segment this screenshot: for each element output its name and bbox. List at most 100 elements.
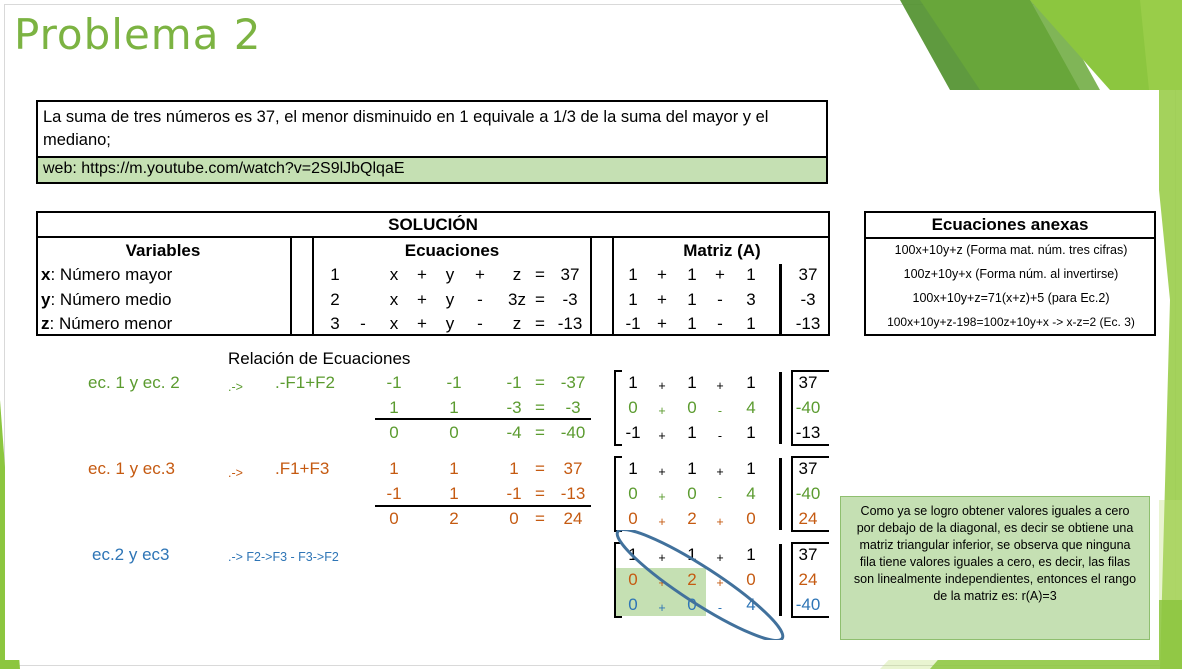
step-matrix-cell: 1 [746, 423, 756, 442]
step-2-sum-line [375, 505, 591, 507]
step-matrix-cell: 0 [687, 484, 697, 503]
matrix-cell: - [717, 314, 723, 333]
matrix-cell: -1 [625, 314, 641, 333]
step-matrix-cell: + [658, 404, 666, 418]
equation-cell: + [417, 265, 427, 284]
step-matrix-cell: 1 [746, 545, 756, 564]
step-matrix-cell: + [658, 379, 666, 393]
step-matrix-cell: 1 [628, 373, 638, 392]
matrix-cell: 1 [746, 314, 756, 333]
equation-cell: y [445, 314, 455, 333]
step-matrix-cell: 1 [628, 459, 638, 478]
step-eq-cell: 1 [449, 398, 459, 417]
step-matrix-cell: -40 [795, 595, 821, 614]
equation-cell: - [477, 314, 483, 333]
step-matrix-cell: 1 [746, 459, 756, 478]
slide-title: Problema 2 [14, 10, 262, 59]
step-matrix-cell: 0 [687, 398, 697, 417]
matrix-cell: - [717, 290, 723, 309]
step-matrix-cell: 0 [628, 509, 638, 528]
step-matrix-cell: 2 [687, 509, 697, 528]
col-divider-2 [590, 237, 614, 336]
step-eq-cell: -1 [506, 373, 522, 392]
equation-cell: 3z [508, 290, 526, 309]
step-eq-cell: -13 [560, 484, 586, 503]
step-matrix-cell: 1 [687, 459, 697, 478]
step-3-label: ec.2 y ec3 [92, 545, 170, 564]
matrix-cell: 1 [628, 290, 638, 309]
equation-cell: x [389, 314, 399, 333]
step-eq-cell: 1 [509, 459, 519, 478]
step-matrix-cell: 0 [628, 570, 638, 589]
equation-cell: z [512, 265, 522, 284]
step-matrix-cell: + [716, 379, 724, 393]
equation-cell: y [445, 265, 455, 284]
matrix-cell: 3 [746, 290, 756, 309]
step-eq-cell: = [535, 398, 545, 417]
step-1-sum-line [375, 418, 591, 420]
step-eq-cell: 2 [449, 509, 459, 528]
matrix-cell: -3 [800, 290, 816, 309]
step-matrix-cell: 0 [687, 595, 697, 614]
solution-header: SOLUCIÓN [388, 215, 478, 234]
col-divider-1 [290, 237, 314, 336]
solution-header-divider [36, 236, 830, 238]
matrix-cell: 1 [687, 314, 697, 333]
step-eq-cell: 1 [449, 459, 459, 478]
step-eq-cell: 0 [509, 509, 519, 528]
problem-statement: La suma de tres números es 37, el menor … [36, 100, 828, 172]
matrix-header: Matriz (A) [683, 241, 761, 260]
step-matrix-cell: -1 [625, 423, 641, 442]
step-matrix-cell: 1 [746, 373, 756, 392]
step-2-arrow: .-> [228, 466, 243, 480]
web-link[interactable]: web: https://m.youtube.com/watch?v=2S9lJ… [36, 158, 828, 184]
equation-cell: 1 [330, 265, 340, 284]
step-matrix-cell: 4 [746, 398, 756, 417]
annex-row-4: 100x+10y+z-198=100z+10y+x -> x-z=2 (Ec. … [887, 315, 1135, 329]
matrix-right-bracket [791, 456, 829, 532]
solution-table [36, 211, 830, 336]
equation-cell: = [535, 314, 545, 333]
step-matrix-cell: -13 [795, 423, 821, 442]
step-matrix-cell: 0 [746, 509, 756, 528]
annex-table [864, 211, 1156, 336]
matrix-left-bracket [614, 370, 622, 446]
step-matrix-cell: - [717, 404, 723, 418]
step-matrix-cell: + [716, 576, 724, 590]
step-eq-cell: = [535, 459, 545, 478]
step-matrix-cell: 37 [798, 459, 818, 478]
step-eq-cell: 0 [389, 423, 399, 442]
step-matrix-cell: + [716, 515, 724, 529]
matrix-cell: 37 [798, 265, 818, 284]
step-eq-cell: -1 [446, 373, 462, 392]
step-eq-cell: 1 [389, 459, 399, 478]
step-matrix-cell: - [717, 429, 723, 443]
step-eq-cell: 1 [449, 484, 459, 503]
problem-line-1: La suma de tres números es 37, el menor … [43, 108, 769, 149]
step-matrix-cell: 24 [798, 570, 818, 589]
step-matrix-cell: -40 [795, 398, 821, 417]
equation-cell: x [389, 290, 399, 309]
annex-header: Ecuaciones anexas [931, 215, 1089, 234]
step-matrix-cell: + [658, 515, 666, 529]
step-eq-cell: 0 [389, 509, 399, 528]
step-eq-cell: = [535, 423, 545, 442]
variable-y: y: Número medio [41, 290, 172, 309]
step-matrix-cell: 0 [746, 570, 756, 589]
step-eq-cell: -1 [506, 484, 522, 503]
step-matrix-cell: 37 [798, 373, 818, 392]
step-matrix-cell: + [658, 429, 666, 443]
step-matrix-cell: -40 [795, 484, 821, 503]
step-matrix-cell: + [716, 465, 724, 479]
equation-cell: x [389, 265, 399, 284]
step-1-op: .-F1+F2 [275, 373, 335, 392]
step-eq-cell: = [535, 509, 545, 528]
matrix-cell: + [657, 290, 667, 309]
step-matrix-cell: 0 [628, 398, 638, 417]
matrix-augment-bar [779, 458, 782, 530]
matrix-left-bracket [614, 542, 622, 618]
step-matrix-cell: + [716, 551, 724, 565]
step-matrix-cell: + [658, 490, 666, 504]
step-eq-cell: -37 [560, 373, 586, 392]
step-1-label: ec. 1 y ec. 2 [88, 373, 180, 392]
